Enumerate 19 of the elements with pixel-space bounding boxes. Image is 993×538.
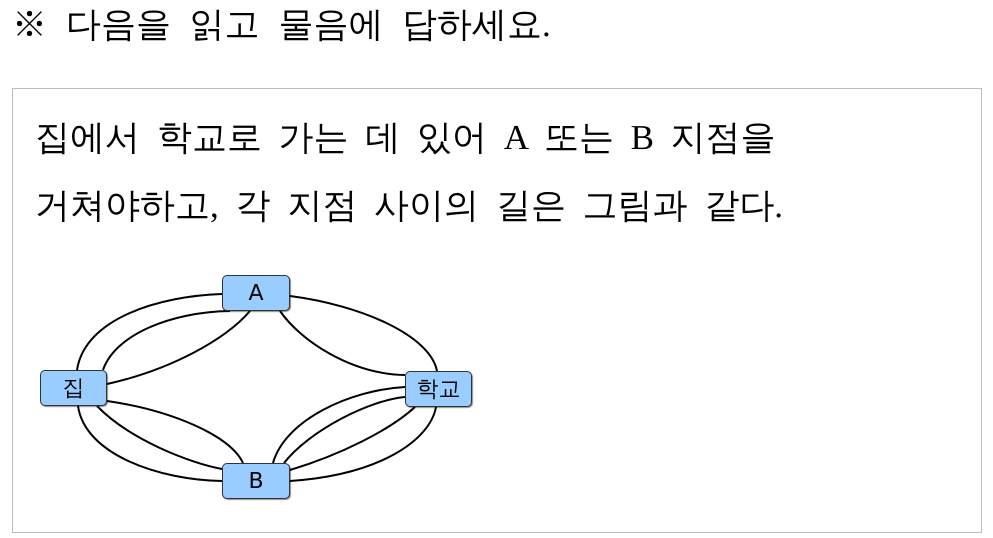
road-line [96, 405, 222, 470]
place-node: A [222, 275, 290, 311]
question-text: 집에서 학교로 가는 데 있어 A 또는 B 지점을 거쳐야하고, 각 지점 사이의 길은 그림과 같다. [35, 117, 784, 227]
road-line [290, 295, 438, 372]
road-line [290, 406, 437, 482]
instruction-heading: ※ 다음을 읽고 물음에 답하세요. [12, 4, 551, 46]
road-line [106, 400, 244, 464]
road-line [283, 396, 406, 464]
road-line [290, 406, 416, 471]
road-line [102, 310, 230, 370]
place-node: 집 [40, 370, 107, 406]
place-node: B [222, 463, 290, 499]
question-panel [12, 88, 982, 533]
road-line [77, 406, 222, 482]
road-line [272, 386, 406, 464]
road-line [279, 310, 406, 376]
road-line [106, 310, 251, 385]
road-line [76, 293, 222, 370]
place-node: 학교 [405, 371, 472, 407]
